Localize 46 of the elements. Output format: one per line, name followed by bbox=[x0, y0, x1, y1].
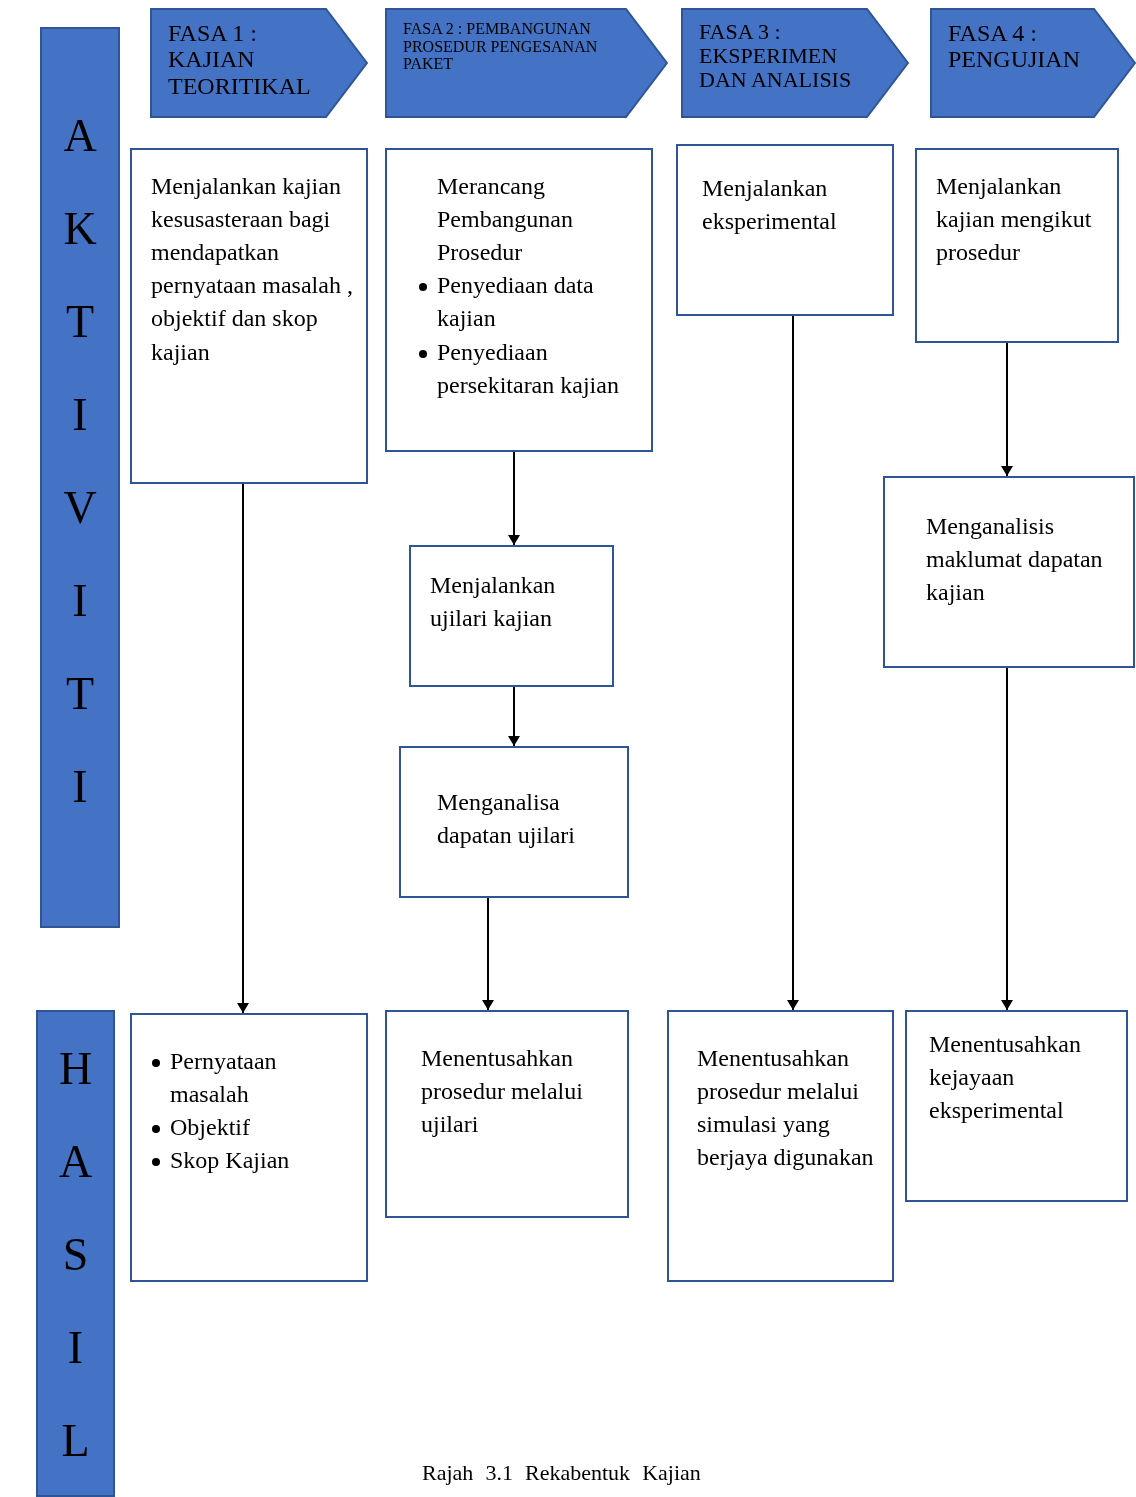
phase-label: FASA 1 : KAJIAN TEORITIKAL bbox=[167, 19, 312, 100]
box-text: Menjalankan ujilari kajian bbox=[430, 571, 557, 634]
arrow bbox=[508, 686, 520, 747]
phase-label: FASA 3 : EKSPERIMEN DAN ANALISIS bbox=[698, 18, 853, 93]
box-text: Menentusahkan prosedur melalui ujilari bbox=[421, 1044, 584, 1140]
box-text: Merancang Pembangunan Prosedur bbox=[437, 172, 574, 268]
phase-label: FASA 4 : PENGUJIAN bbox=[947, 19, 1081, 73]
phase-banner bbox=[385, 8, 668, 118]
process-box bbox=[667, 1010, 894, 1282]
bullet-item: Skop Kajian bbox=[170, 1146, 291, 1176]
bullet-item: Pernyataan masalah bbox=[170, 1047, 278, 1110]
process-box bbox=[676, 144, 894, 316]
box-text: Menjalankan kajian kesusasteraan bagi mendapatkan pernyataan masalah , objektif dan skop kajian bbox=[151, 172, 354, 367]
process-box bbox=[399, 746, 629, 898]
box-text: Menganalisis maklumat dapatan kajian bbox=[926, 512, 1104, 608]
bullet-item: Penyediaan data kajian bbox=[437, 271, 595, 334]
arrow bbox=[508, 451, 520, 546]
arrow bbox=[1001, 667, 1013, 1011]
process-box bbox=[385, 148, 653, 452]
caption: Rajah 3.1 Rekabentuk Kajian bbox=[422, 1460, 701, 1486]
process-box bbox=[883, 476, 1135, 668]
process-box bbox=[915, 148, 1119, 343]
process-box bbox=[130, 1013, 368, 1282]
arrow bbox=[787, 315, 799, 1011]
process-box bbox=[385, 1010, 629, 1218]
box-text: Menjalankan kajian mengikut prosedur bbox=[936, 172, 1093, 268]
phase-banner bbox=[930, 8, 1136, 118]
phase-label: FASA 2 : PEMBANGUNAN PROSEDUR PENGESANAN PAKET bbox=[402, 19, 599, 73]
box-text: Menentusahkan kejayaan eksperimental bbox=[929, 1030, 1082, 1126]
bullet-item: Objektif bbox=[170, 1113, 251, 1143]
band-label: AKTIVITI bbox=[62, 109, 98, 814]
side-band bbox=[36, 1010, 115, 1497]
process-box bbox=[130, 148, 368, 484]
arrow bbox=[237, 483, 249, 1014]
phase-banner bbox=[681, 8, 909, 118]
process-box bbox=[905, 1010, 1128, 1202]
band-label: HASIL bbox=[58, 1042, 93, 1468]
process-box bbox=[409, 545, 614, 687]
side-band bbox=[40, 27, 120, 928]
box-text: Menentusahkan prosedur melalui simulasi yang berjaya digunakan bbox=[697, 1044, 875, 1173]
phase-banner bbox=[150, 8, 368, 118]
box-text: Menjalankan eksperimental bbox=[702, 174, 838, 237]
arrow bbox=[1001, 342, 1013, 477]
box-text: Menganalisa dapatan ujilari bbox=[437, 788, 576, 851]
bullet-item: Penyediaan persekitaran kajian bbox=[437, 337, 620, 400]
arrow bbox=[482, 897, 494, 1011]
